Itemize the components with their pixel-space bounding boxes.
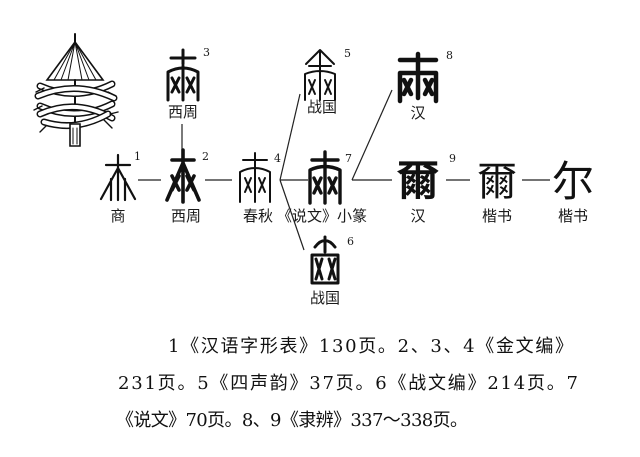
glyph-number: 8 (446, 49, 453, 62)
glyph-label: 《说文》小篆 (277, 207, 367, 225)
caption-line-1: 1《汉语字形表》130页。2、3、4《金文编》 (168, 336, 573, 357)
glyph-4-spring-autumn: 4 春秋 (239, 152, 281, 225)
glyph-number: 3 (203, 46, 210, 59)
caption-line-2: 231页。5《四声韵》37页。6《战文编》214页。7 (118, 373, 578, 394)
glyph-3-western-zhou: 3 西周 (166, 46, 210, 121)
glyph-label: 战国 (307, 98, 337, 116)
glyph-char: 爾 (396, 156, 439, 205)
glyph-number: 2 (202, 150, 209, 163)
glyph-number: 7 (345, 152, 352, 165)
glyph-1-shang: 1 商 (99, 150, 141, 225)
glyph-label: 西周 (171, 207, 201, 225)
glyph-number: 4 (274, 152, 281, 165)
glyph-kaishu-traditional: 爾 楷书 (477, 159, 517, 225)
glyph-7-small-seal: 7 《说文》小篆 (277, 150, 367, 225)
glyph-label: 战国 (310, 289, 340, 307)
silk-reel-icon (33, 33, 119, 147)
glyph-kaishu-simplified: 尔 楷书 (552, 157, 594, 225)
glyph-label: 西周 (168, 103, 198, 121)
glyph-label: 商 (110, 207, 125, 225)
glyph-label: 汉 (410, 207, 425, 225)
glyph-label: 汉 (410, 104, 425, 122)
glyph-number: 6 (347, 235, 354, 248)
caption-line-3: 《说文》70页。8、9《隶辨》337～338页。 (116, 410, 468, 431)
glyph-number: 9 (449, 152, 456, 165)
glyph-2-western-zhou: 2 西周 (165, 148, 209, 225)
glyph-char: 尔 (552, 157, 594, 206)
glyph-label: 楷书 (482, 207, 512, 225)
connector-lines (138, 89, 550, 251)
glyph-8-han: 8 汉 (397, 49, 453, 122)
glyph-number: 5 (344, 47, 351, 60)
source-caption: 1《汉语字形表》130页。2、3、4《金文编》 231页。5《四声韵》37页。6… (116, 336, 578, 431)
glyph-9-han-clerical: 爾 9 汉 (396, 152, 456, 225)
glyph-label: 春秋 (243, 207, 273, 225)
glyph-label: 楷书 (558, 207, 588, 225)
glyph-number: 1 (134, 150, 141, 163)
glyph-5-warring-states: 5 战国 (304, 47, 351, 116)
glyph-6-warring-states: 6 战国 (310, 235, 354, 307)
glyph-char: 爾 (477, 159, 517, 205)
